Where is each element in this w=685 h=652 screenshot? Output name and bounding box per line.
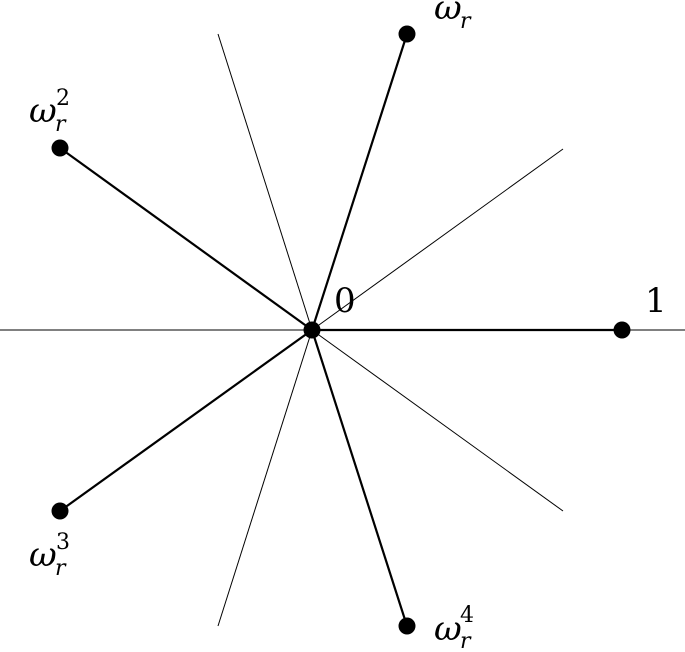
label-omega-r-base: ω [434, 0, 462, 28]
point-one [613, 321, 631, 339]
boundary-ray-lower-left [217, 329, 313, 627]
label-omega-r-4-subscript: r [460, 629, 472, 652]
point-omega-r-2 [51, 139, 69, 157]
label-omega-r-3-superscript: 3 [56, 530, 70, 555]
ray-omega-r-3 [59, 329, 313, 512]
label-omega-r-3-base: ω [29, 535, 57, 575]
label-omega-r: ω r [434, 0, 472, 34]
boundary-ray-upper-left [217, 33, 313, 331]
point-omega-r-4 [398, 617, 416, 635]
label-omega-r-4-superscript: 4 [460, 603, 474, 628]
label-omega-r-2: ω r 2 [29, 86, 70, 137]
point-origin [303, 321, 321, 339]
ray-omega-r [310, 33, 409, 331]
label-omega-r-4-base: ω [434, 609, 462, 649]
label-omega-r-3-subscript: r [55, 556, 67, 581]
label-omega-r-2-base: ω [29, 91, 57, 131]
label-one: 1 [645, 281, 667, 321]
point-omega-r [398, 25, 416, 43]
ray-omega-r-4 [310, 329, 409, 627]
label-omega-r-4: ω r 4 [434, 603, 474, 652]
label-omega-r-2-subscript: r [55, 112, 67, 137]
label-omega-r-3: ω r 3 [29, 530, 70, 581]
boundary-ray-lower-right [311, 329, 564, 512]
ray-omega-r-2 [59, 147, 313, 331]
boundary-ray-upper-right [311, 148, 564, 331]
label-omega-r-subscript: r [460, 9, 472, 34]
label-origin: 0 [334, 281, 356, 321]
label-omega-r-2-superscript: 2 [56, 86, 70, 111]
point-omega-r-3 [51, 502, 69, 520]
